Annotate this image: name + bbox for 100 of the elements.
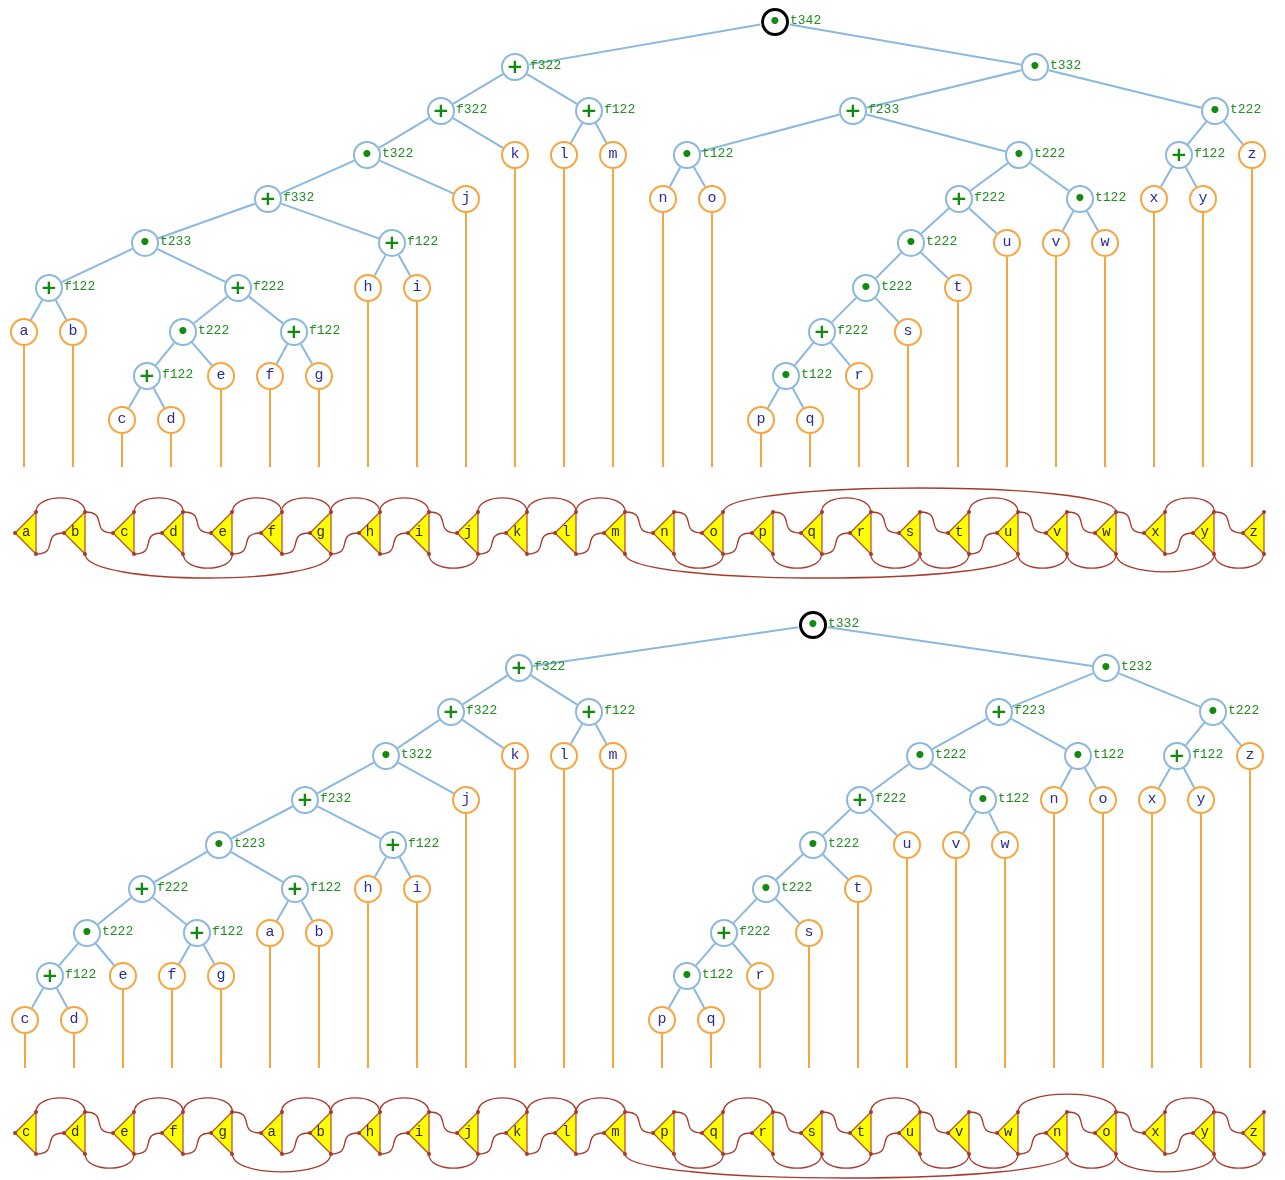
leaf-line bbox=[955, 858, 957, 1069]
operator-node: • bbox=[852, 274, 880, 302]
arc-connector bbox=[133, 1097, 184, 1113]
arc-connector bbox=[624, 553, 1019, 579]
node-label: f332 bbox=[283, 191, 315, 205]
node-label: f122 bbox=[310, 881, 342, 895]
arc-connector bbox=[526, 532, 556, 555]
leaf-line bbox=[906, 858, 908, 1069]
triangle-node: x bbox=[1142, 510, 1168, 556]
leaf-node: s bbox=[894, 318, 922, 346]
leaf-node: a bbox=[256, 919, 284, 947]
operator-node: + bbox=[224, 274, 252, 302]
arc-connector bbox=[1066, 1153, 1117, 1169]
node-label: t233 bbox=[160, 235, 192, 249]
operator-node: + bbox=[575, 698, 603, 726]
tree-branch bbox=[96, 896, 133, 926]
node-label: t332 bbox=[1050, 59, 1082, 73]
tree-branch bbox=[396, 718, 441, 750]
tree-branch bbox=[178, 944, 191, 965]
leaf-node: n bbox=[649, 185, 677, 213]
leaf-line bbox=[1102, 813, 1104, 1069]
triangle-node: a bbox=[258, 1110, 284, 1156]
tree-branch bbox=[280, 202, 380, 240]
triangle-node: s bbox=[798, 1110, 824, 1156]
operator-node: + bbox=[846, 786, 874, 814]
triangle-node: r bbox=[749, 1110, 775, 1156]
node-label: t222 bbox=[881, 280, 913, 294]
tree-branch bbox=[461, 674, 509, 706]
leaf-node: k bbox=[501, 742, 529, 770]
node-label: t222 bbox=[935, 748, 967, 762]
arc-connector bbox=[624, 1153, 1068, 1179]
node-label: f322 bbox=[530, 59, 562, 73]
arc-connector bbox=[477, 497, 528, 513]
node-label: f222 bbox=[837, 324, 869, 338]
leaf-line bbox=[759, 989, 761, 1069]
arc-connector bbox=[280, 1097, 332, 1113]
tree-branch bbox=[202, 944, 216, 965]
operator-node: + bbox=[1163, 742, 1191, 770]
leaf-line bbox=[858, 389, 860, 468]
leaf-line bbox=[1004, 858, 1006, 1069]
tree-branch bbox=[30, 987, 45, 1009]
leaf-line bbox=[318, 946, 320, 1069]
leaf-line bbox=[269, 946, 271, 1069]
arc-connector bbox=[35, 497, 86, 513]
tree-branch bbox=[1186, 120, 1208, 146]
leaf-line bbox=[122, 989, 124, 1069]
arc-connector bbox=[1164, 497, 1216, 513]
arc-connector bbox=[182, 553, 234, 569]
operator-node: + bbox=[437, 698, 465, 726]
tree-branch bbox=[55, 987, 69, 1009]
tree-branch bbox=[1083, 767, 1098, 789]
operator-node: • bbox=[897, 229, 925, 257]
node-label: t322 bbox=[401, 748, 433, 762]
operator-node: + bbox=[501, 53, 529, 81]
operator-node: • bbox=[1066, 185, 1094, 213]
tree-branch bbox=[822, 808, 851, 837]
arc-connector bbox=[722, 487, 1117, 513]
arc-connector bbox=[526, 1097, 577, 1113]
node-label: f222 bbox=[875, 792, 907, 806]
tree-branch bbox=[300, 900, 314, 922]
node-label: f122 bbox=[212, 925, 244, 939]
tree-branch bbox=[931, 717, 988, 751]
leaf-line bbox=[24, 1033, 26, 1069]
leaf-line bbox=[514, 168, 516, 468]
node-label: t222 bbox=[1034, 147, 1066, 161]
node-label: f122 bbox=[604, 704, 636, 718]
triangle-node: d bbox=[160, 510, 186, 556]
node-label: f122 bbox=[604, 103, 636, 117]
node-label: t222 bbox=[198, 324, 230, 338]
arc-connector bbox=[84, 511, 114, 534]
node-label: t332 bbox=[828, 617, 860, 631]
tree-branch bbox=[732, 898, 758, 924]
triangle-node: c bbox=[13, 1110, 38, 1156]
tree-branch bbox=[192, 295, 229, 325]
leaf-node: b bbox=[305, 919, 333, 947]
leaf-line bbox=[1251, 168, 1253, 468]
tree-branch bbox=[668, 166, 682, 188]
triangle-node: n bbox=[651, 510, 677, 556]
tree-branch bbox=[527, 23, 762, 66]
leaf-node: w bbox=[991, 831, 1019, 859]
arc-connector bbox=[870, 1132, 900, 1155]
tree-branch bbox=[692, 987, 706, 1009]
operator-node: • bbox=[353, 141, 381, 169]
triangle-node: c bbox=[111, 510, 137, 556]
triangle-node: w bbox=[995, 1110, 1020, 1156]
node-label: f322 bbox=[466, 704, 498, 718]
arc-connector bbox=[379, 1132, 409, 1155]
arc-connector bbox=[575, 1132, 605, 1155]
arc-connector bbox=[35, 1097, 86, 1113]
arc-connector bbox=[870, 553, 921, 569]
arc-connector bbox=[35, 1132, 65, 1155]
triangle-node: t bbox=[945, 510, 971, 556]
leaf-node: x bbox=[1138, 786, 1166, 814]
triangle-node: h bbox=[356, 1110, 382, 1156]
operator-node: • bbox=[372, 742, 400, 770]
arc-connector bbox=[1115, 1111, 1145, 1134]
triangle-node: l bbox=[553, 510, 579, 556]
tree-branch bbox=[1221, 721, 1242, 747]
arc-connector bbox=[673, 553, 725, 569]
arc-connector bbox=[771, 553, 823, 569]
